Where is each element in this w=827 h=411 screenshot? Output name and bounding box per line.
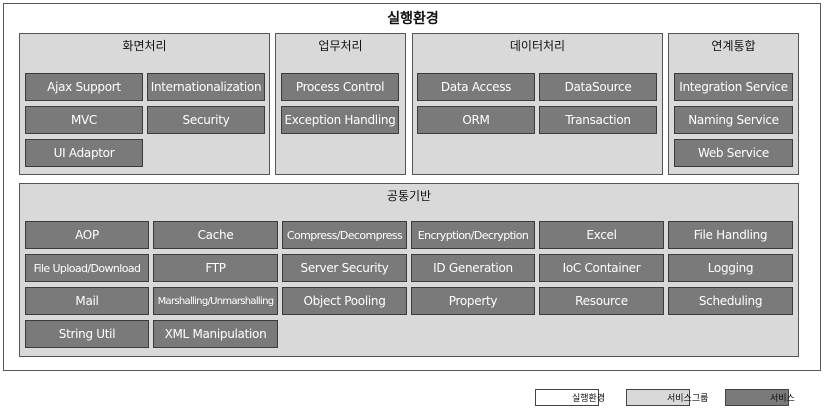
group-data: 데이터처리 bbox=[412, 33, 663, 175]
legend-label-service-group: 서비스그룹 bbox=[667, 394, 709, 404]
service-scheduling: Scheduling bbox=[668, 287, 793, 315]
legend-label-runtime: 실행환경 bbox=[572, 394, 606, 404]
service-file-handling: File Handling bbox=[668, 221, 793, 249]
service-string-util: String Util bbox=[25, 320, 149, 348]
service-data-access: Data Access bbox=[417, 73, 535, 101]
service-transaction: Transaction bbox=[539, 106, 657, 134]
service-process-control: Process Control bbox=[281, 73, 399, 101]
service-naming-service: Naming Service bbox=[674, 106, 793, 134]
group-title-business: 업무처리 bbox=[318, 39, 363, 53]
legend-swatch-service bbox=[725, 389, 789, 406]
service-integration-service: Integration Service bbox=[674, 73, 793, 101]
service-excel: Excel bbox=[539, 221, 664, 249]
service-ftp: FTP bbox=[153, 254, 278, 282]
service-object-pooling: Object Pooling bbox=[282, 287, 407, 315]
service-resource: Resource bbox=[539, 287, 664, 315]
group-title-data: 데이터처리 bbox=[509, 39, 566, 53]
group-title-screen: 화면처리 bbox=[122, 39, 167, 53]
service-aop: AOP bbox=[25, 221, 149, 249]
service-internationalization: Internationalization bbox=[147, 73, 265, 101]
group-title-integration: 연계통합 bbox=[711, 39, 756, 53]
service-encryption-decryption: Encryption/Decryption bbox=[411, 221, 535, 249]
service-orm: ORM bbox=[417, 106, 535, 134]
service-security: Security bbox=[147, 106, 265, 134]
service-xml-manipulation: XML Manipulation bbox=[153, 320, 278, 348]
service-exception-handling: Exception Handling bbox=[281, 106, 399, 134]
service-property: Property bbox=[411, 287, 535, 315]
service-cache: Cache bbox=[153, 221, 278, 249]
service-server-security: Server Security bbox=[282, 254, 407, 282]
service-mvc: MVC bbox=[25, 106, 143, 134]
service-datasource: DataSource bbox=[539, 73, 657, 101]
service-compress-decompress: Compress/Decompress bbox=[282, 221, 407, 249]
legend-swatch-runtime bbox=[535, 389, 599, 406]
service-mail: Mail bbox=[25, 287, 149, 315]
service-file-upload-download: File Upload/Download bbox=[25, 254, 149, 282]
service-logging: Logging bbox=[668, 254, 793, 282]
service-marshalling-unmarshalling: Marshalling/Unmarshalling bbox=[153, 287, 278, 315]
service-ioc-container: IoC Container bbox=[539, 254, 664, 282]
group-title-common: 공통기반 bbox=[386, 189, 432, 203]
legend-swatch-service-group bbox=[626, 389, 690, 406]
service-id-generation: ID Generation bbox=[411, 254, 535, 282]
diagram-title: 실행환경 bbox=[387, 11, 439, 27]
service-web-service: Web Service bbox=[674, 139, 793, 167]
service-ui-adaptor: UI Adaptor bbox=[25, 139, 143, 167]
group-business: 업무처리 bbox=[275, 33, 406, 175]
service-ajax-support: Ajax Support bbox=[25, 73, 143, 101]
legend-label-service: 서비스 bbox=[770, 394, 795, 404]
